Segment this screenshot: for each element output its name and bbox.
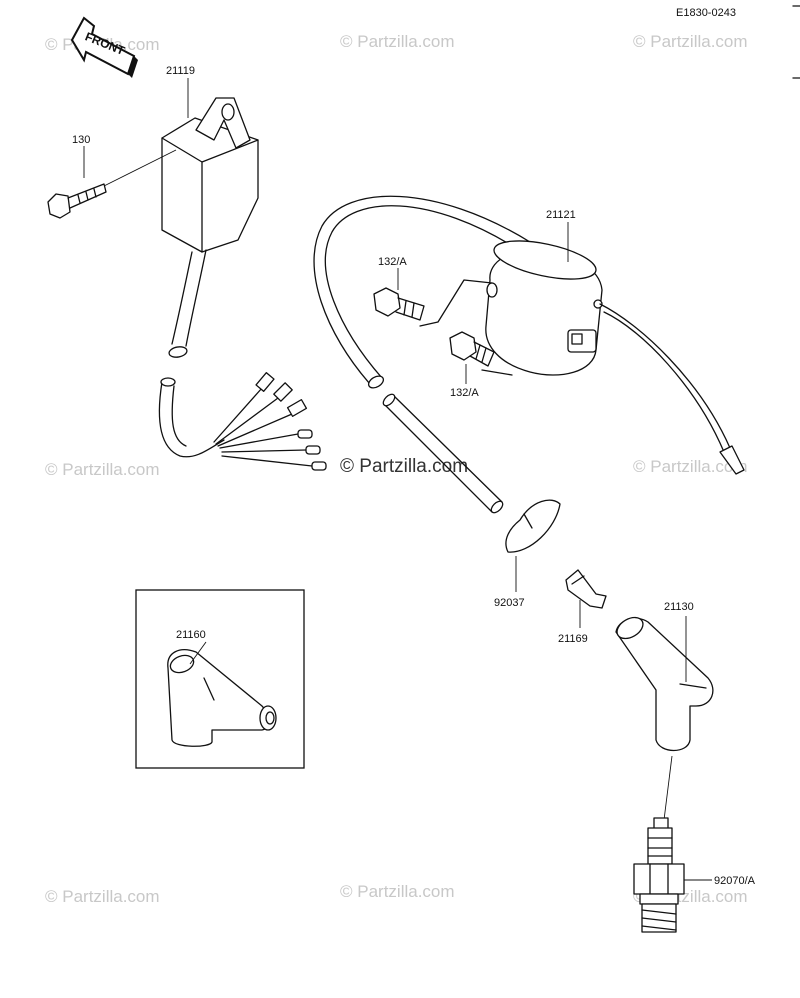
watermark-center: © Partzilla.com	[340, 456, 468, 477]
label-spark-plug-cap-option: 21160	[176, 629, 206, 641]
label-clamp: 92037	[494, 597, 525, 609]
spark-plug-cap-option-drawing	[167, 649, 277, 747]
spark-plug-drawing	[633, 817, 685, 933]
label-spark-plug-cap: 21130	[664, 601, 694, 613]
option-inset-box	[135, 589, 305, 769]
label-coil-bolt-bottom: 132/A	[450, 387, 479, 399]
coil-bolt-top-drawing	[373, 287, 425, 321]
clamp-drawing	[505, 499, 561, 553]
watermark-7: © Partzilla.com	[340, 882, 455, 901]
label-bolt: 130	[72, 134, 90, 146]
ignition-coil-drawing	[313, 195, 745, 475]
plug-cap-terminal-drawing	[565, 569, 607, 609]
diagram-code: E1830-0243	[676, 7, 736, 19]
label-spark-plug: 92070/A	[714, 875, 756, 887]
wiring-harness-drawing	[158, 372, 327, 471]
watermark-5: © Partzilla.com	[633, 457, 748, 476]
leader-bolt	[103, 149, 177, 187]
watermark-6: © Partzilla.com	[45, 887, 160, 906]
leader-plug-to-cap	[663, 755, 673, 821]
bolt-drawing	[47, 183, 107, 219]
label-cdi-unit: 21119	[166, 65, 195, 77]
ht-lead-drawing	[382, 393, 504, 514]
spark-plug-cap-drawing	[615, 616, 714, 752]
label-plug-cap-terminal: 21169	[558, 633, 588, 645]
label-ignition-coil: 21121	[546, 209, 576, 221]
watermark-3: © Partzilla.com	[633, 32, 748, 51]
watermark-4: © Partzilla.com	[45, 460, 160, 479]
watermark-2: © Partzilla.com	[340, 32, 455, 51]
leader-plug-cap-option	[189, 641, 207, 665]
label-coil-bolt-top: 132/A	[378, 256, 407, 268]
coil-bolt-bottom-drawing	[449, 331, 495, 367]
cdi-unit-drawing	[161, 97, 259, 358]
